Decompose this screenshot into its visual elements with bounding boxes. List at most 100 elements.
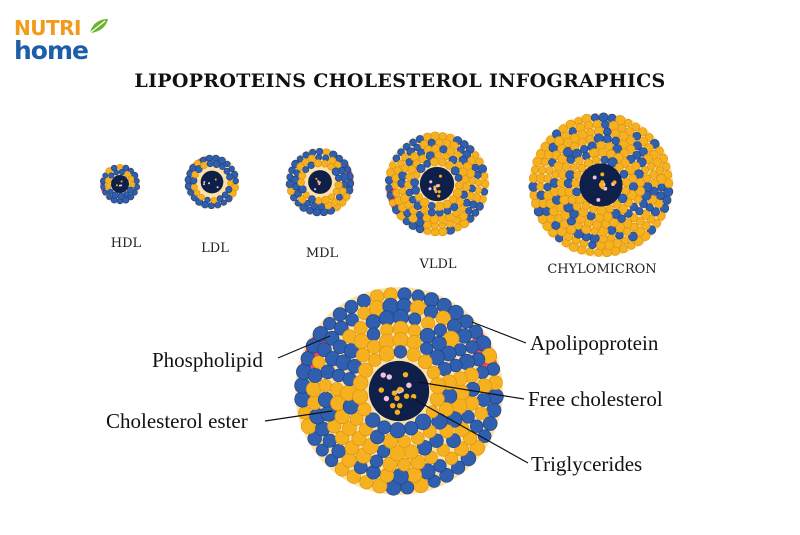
lipid-bead [194, 159, 201, 167]
lipid-bead [661, 162, 671, 171]
lipid-bead [405, 173, 413, 181]
lipid-bead [210, 197, 218, 204]
phospholipid-bead [416, 210, 424, 219]
phospholipid-bead [223, 167, 231, 175]
lipid-bead [543, 174, 553, 183]
lipid-bead [412, 171, 421, 179]
lipid-bead [461, 175, 470, 184]
core-molecule [437, 190, 441, 194]
phospholipid-bead [439, 467, 454, 483]
core-molecule [389, 402, 396, 409]
lipid-bead [191, 170, 199, 179]
lipid-bead [414, 193, 423, 202]
phospholipid-bead [111, 191, 119, 199]
lipid-bead [434, 201, 445, 211]
phospholipid-bead [344, 299, 359, 314]
phospholipid-bead [345, 186, 354, 195]
phospholipid-bead [206, 160, 214, 168]
phospholipid-bead [334, 174, 343, 182]
core-molecule [391, 390, 398, 396]
phospholipid-bead [656, 191, 665, 201]
lipid-bead [573, 171, 582, 180]
lipid-bead [353, 333, 370, 350]
particle-vldl [384, 131, 490, 237]
lipid-bead [444, 451, 459, 465]
lipid-bead [642, 174, 652, 183]
lipid-bead [339, 187, 347, 195]
lipid-bead [358, 362, 374, 378]
leader-apolipoprotein [471, 321, 527, 344]
phospholipid-bead [543, 182, 552, 192]
phospholipid-bead [611, 136, 620, 146]
phospholipid-bead [454, 173, 463, 182]
phospholipid-bead [410, 178, 420, 187]
lipid-bead [327, 162, 335, 171]
phospholipid-bead [408, 312, 422, 326]
particle-ldl [184, 154, 239, 210]
phospholipid-bead [316, 147, 324, 156]
phospholipid-bead [480, 187, 489, 196]
lipid-bead [342, 193, 351, 201]
phospholipid-bead [572, 187, 581, 197]
phospholipid-bead [308, 195, 316, 203]
lipid-bead [312, 355, 326, 369]
lipid-bead [605, 142, 614, 151]
lipid-bead [328, 193, 336, 201]
phospholipid-bead [433, 459, 447, 473]
lipid-bead [474, 406, 488, 420]
lipid-bead [631, 122, 641, 132]
core-molecule [403, 393, 410, 399]
lipid-bead [434, 151, 443, 160]
label-chylomicron: CHYLOMICRON [547, 262, 657, 277]
leader-triglycerides [411, 397, 529, 464]
core-molecule [592, 175, 597, 180]
lipid-bead [624, 118, 633, 128]
lipid-bead [398, 186, 407, 195]
phospholipid-bead [486, 402, 502, 418]
lipid-bead [198, 194, 205, 201]
lipid-bead [596, 205, 607, 216]
phospholipid-bead [451, 460, 466, 475]
core-molecule [315, 177, 318, 180]
phospholipid-bead [106, 194, 112, 200]
core-molecule [397, 386, 403, 393]
lipid-bead [607, 233, 616, 242]
phospholipid-bead [345, 313, 359, 327]
phospholipid-bead [340, 159, 349, 168]
lipid-bead [621, 186, 631, 195]
lipid-bead [627, 241, 636, 250]
leaf-icon [89, 19, 108, 34]
lipid-bead [353, 321, 368, 335]
phospholipid-bead [377, 420, 392, 435]
phospholipid-bead [232, 177, 239, 185]
callout-triglycerides: Triglycerides [531, 452, 643, 476]
phospholipid-bead [476, 392, 491, 407]
core-molecule [120, 180, 123, 183]
lipid-bead [313, 159, 322, 168]
lipid-bead [349, 412, 364, 426]
lipid-bead [190, 183, 198, 191]
phospholipid-bead [469, 419, 484, 433]
core-molecule [115, 184, 118, 187]
page-title: LIPOPROTEINS CHOLESTEROL INFOGRAPHICS [134, 70, 666, 92]
lipid-bead [446, 147, 455, 156]
label-vldl: VLDL [419, 257, 457, 272]
phospholipid-bead [392, 154, 401, 163]
phospholipid-bead [302, 166, 310, 174]
core-molecule [208, 182, 211, 185]
leader-free-cholesterol [417, 381, 525, 400]
phospholipid-bead [102, 172, 109, 179]
callout-apolipoprotein: Apolipoprotein [530, 331, 659, 355]
lipid-bead [332, 187, 340, 196]
lipid-bead [577, 129, 588, 140]
core-molecule [438, 174, 443, 178]
lipid-bead [430, 157, 440, 167]
core-molecule [394, 409, 401, 415]
lipid-bead [455, 181, 464, 190]
lipid-bead [301, 158, 310, 166]
lipid-bead [393, 166, 402, 175]
phospholipid-bead [226, 173, 234, 181]
core-molecule [214, 178, 217, 181]
phospholipid-bead [369, 454, 384, 468]
